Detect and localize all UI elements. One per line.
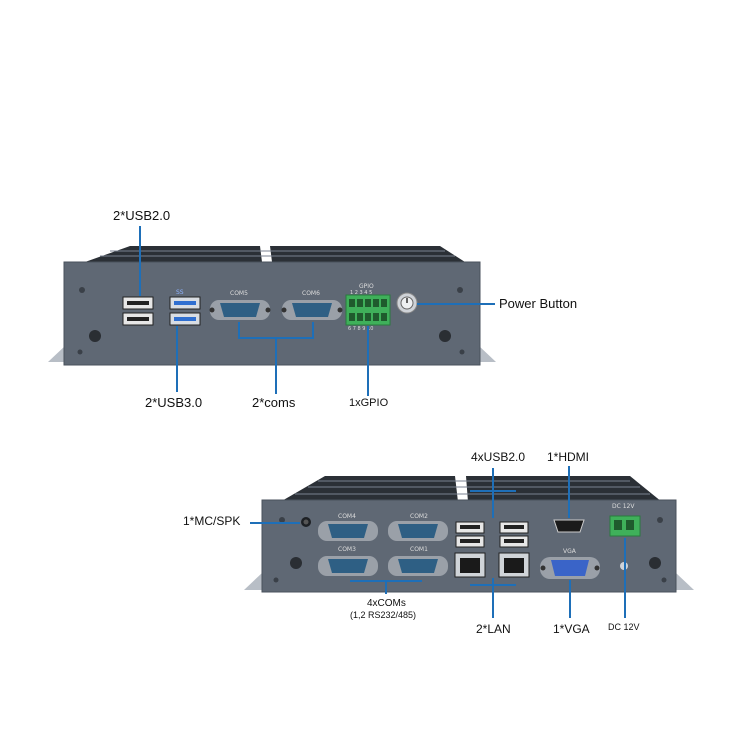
com3-label: COM3 xyxy=(338,546,356,553)
top-usb3-callout-line xyxy=(176,326,178,392)
bottom-usb2-label: 4xUSB2.0 xyxy=(471,450,526,464)
top-gpio-terminal xyxy=(345,294,391,326)
top-usb2-callout-line xyxy=(139,226,141,296)
hdmi-label: 1*HDMI xyxy=(547,450,590,464)
lan-callout-bracket xyxy=(470,584,516,586)
mic-spk-label: 1*MC/SPK xyxy=(183,514,241,528)
top-coms-label: 2*coms xyxy=(252,395,296,410)
top-gpio-callout-line xyxy=(367,326,369,396)
top-usb3-ports xyxy=(169,296,201,326)
bottom-lan-ports xyxy=(454,552,530,578)
power-button-icon xyxy=(396,292,418,314)
vga-panel-label: VGA xyxy=(563,548,576,555)
top-coms-callout-line xyxy=(275,338,277,394)
bottom-coms-note: (1,2 RS232/485) xyxy=(350,610,417,620)
bottom-usb2-ports xyxy=(455,521,529,548)
bottom-usb2-callout-bracket xyxy=(470,490,516,492)
top-usb2-ports xyxy=(122,296,154,326)
vga-label: 1*VGA xyxy=(553,622,590,636)
top-usb3-label: 2*USB3.0 xyxy=(145,395,203,410)
com1-label: COM1 xyxy=(410,546,428,553)
dc-callout-line xyxy=(624,538,626,618)
vga-port xyxy=(540,557,600,579)
bottom-usb2-callout-line xyxy=(492,468,494,518)
top-gpio-label-callout: 1xGPIO xyxy=(349,397,389,409)
top-gpio-pins-bottom: 6 7 8 9 10 xyxy=(348,326,374,332)
bottom-coms-callout-line xyxy=(385,580,387,594)
top-gpio-label: GPIO xyxy=(359,283,374,290)
top-power-label: Power Button xyxy=(499,296,578,311)
dc-panel-label: DC 12V xyxy=(612,503,635,510)
top-ss-label: SS xyxy=(176,289,184,296)
mic-spk-jack-icon xyxy=(301,517,311,527)
hdmi-callout-line xyxy=(568,466,570,518)
com2-label: COM2 xyxy=(410,513,428,520)
com4-label: COM4 xyxy=(338,513,356,520)
top-usb2-label: 2*USB2.0 xyxy=(113,208,171,223)
top-power-callout-line xyxy=(417,303,495,305)
hdmi-port xyxy=(553,519,585,533)
dc-terminal xyxy=(609,515,641,537)
dc-label: DC 12V xyxy=(608,622,640,632)
lan-callout-line xyxy=(492,578,494,618)
lan-label: 2*LAN xyxy=(476,622,511,636)
top-gpio-pins-top: 1 2 3 4 5 xyxy=(350,290,373,296)
mic-callout-line xyxy=(250,522,300,524)
bottom-com-ports xyxy=(318,521,448,576)
top-com6-label: COM6 xyxy=(302,290,320,297)
bottom-coms-label: 4xCOMs xyxy=(367,598,406,609)
vga-callout-line xyxy=(569,580,571,618)
top-com-ports xyxy=(209,300,343,320)
top-com5-label: COM5 xyxy=(230,290,248,297)
